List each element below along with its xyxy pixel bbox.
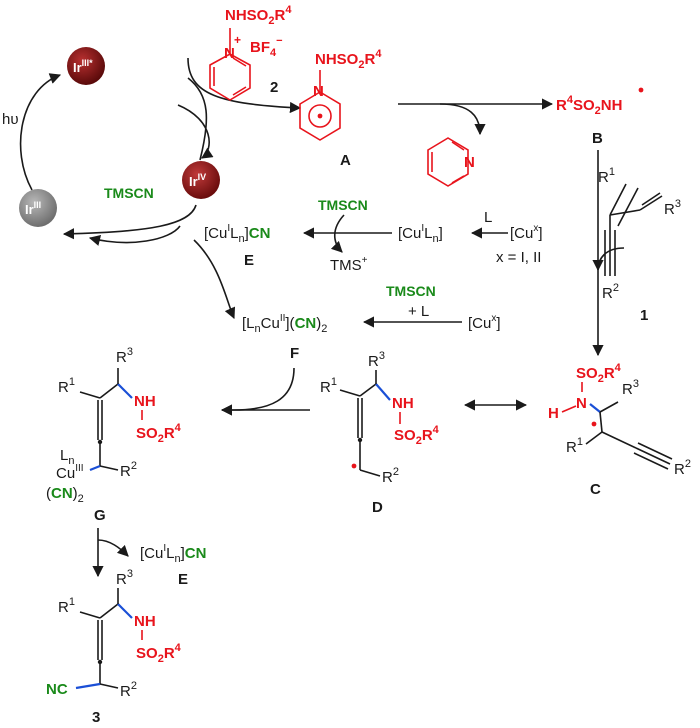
svg-text:TMSCN: TMSCN (386, 283, 436, 299)
svg-text:R2: R2 (120, 460, 137, 480)
svg-text:NH: NH (392, 395, 414, 412)
radical-B: R4SO2NH B (556, 87, 644, 147)
copper-cycle: TMSCN [CuILn]CN E TMSCN TMS+ [CuILn] L [… (62, 185, 543, 416)
photoredox-cycle: hυ IrIII* IrIV IrIII (2, 47, 302, 246)
svg-text:H: H (548, 405, 559, 422)
label-C: C (590, 481, 601, 498)
label-2: 2 (270, 79, 278, 96)
svg-text:R4SO2NH: R4SO2NH (556, 94, 622, 117)
svg-text:NH: NH (134, 613, 156, 630)
arrow-F-join (220, 367, 295, 416)
label-B: B (592, 130, 603, 147)
svg-text:x = I, II: x = I, II (496, 249, 541, 266)
label-3: 3 (92, 709, 100, 726)
arrow-tms-release (330, 214, 345, 253)
reagent-2: N + NHSO2R4 BF4− 2 (209, 4, 292, 101)
label-E2: E (178, 571, 188, 588)
svg-text:R3: R3 (116, 568, 133, 588)
cycle-arrow-to-IrIII (88, 225, 181, 246)
label-1: 1 (640, 307, 648, 324)
arrow-pyridine-release (439, 103, 486, 136)
svg-text:[Cux]: [Cux] (468, 313, 501, 332)
svg-text:R2: R2 (602, 282, 619, 302)
arrow-cu-oxidation (62, 204, 197, 240)
svg-text:IrIV: IrIV (189, 172, 206, 189)
ir-ground-node: IrIII (19, 189, 57, 227)
svg-text:(CN)2: (CN)2 (46, 485, 84, 505)
svg-text:NHSO2R4: NHSO2R4 (315, 48, 382, 71)
svg-text:SO2R4: SO2R4 (136, 422, 182, 445)
svg-text:R1: R1 (598, 166, 615, 186)
cycle-arrow-to-excited (19, 73, 62, 191)
svg-text:[LnCuII](CN)2: [LnCuII](CN)2 (242, 313, 327, 335)
svg-text:R3: R3 (116, 346, 133, 366)
svg-text:SO2R4: SO2R4 (136, 642, 182, 665)
svg-text:SO2R4: SO2R4 (576, 362, 622, 385)
label-D: D (372, 499, 383, 516)
cycle-arrow-to-IrIV (177, 104, 214, 159)
label-A: A (340, 152, 351, 169)
arrow-to-F (193, 239, 236, 320)
ir-oxidized-node: IrIV (182, 161, 220, 199)
svg-text:N: N (224, 45, 235, 62)
svg-text:N: N (464, 154, 475, 171)
svg-text:NHSO2R4: NHSO2R4 (225, 4, 292, 27)
svg-text:TMS+: TMS+ (330, 255, 368, 274)
svg-text:[CuILn]CN: [CuILn]CN (140, 543, 206, 565)
arrow-2-to-A (187, 57, 302, 114)
radical-D: R3 R1 NH SO2R4 R2 D (320, 350, 440, 516)
svg-text:L: L (484, 209, 492, 226)
light-label: hυ (2, 111, 19, 128)
ir-excited-node: IrIII* (67, 47, 105, 85)
svg-text:[CuILn]CN: [CuILn]CN (204, 223, 270, 245)
svg-text:R2: R2 (674, 458, 691, 478)
svg-text:[Cux]: [Cux] (510, 223, 543, 242)
svg-text:R2: R2 (382, 466, 399, 486)
svg-text:R1: R1 (58, 596, 75, 616)
svg-text:IrIII*: IrIII* (73, 58, 93, 75)
svg-text:Ln: Ln (60, 447, 74, 467)
svg-text:SO2R4: SO2R4 (394, 424, 440, 447)
svg-text:R3: R3 (664, 198, 681, 218)
pyridine-byproduct: N (427, 137, 475, 187)
svg-text:TMSCN: TMSCN (318, 197, 368, 213)
svg-text:[CuILn]: [CuILn] (398, 223, 443, 245)
label-E: E (244, 252, 254, 269)
arrow-E-release (97, 539, 129, 557)
substrate-1: R1 R3 R2 1 (598, 166, 681, 324)
svg-text:IrIII: IrIII (25, 200, 41, 217)
svg-text:CuIII: CuIII (56, 463, 84, 482)
svg-text:R2: R2 (120, 680, 137, 700)
svg-text:+ L: + L (408, 303, 429, 320)
product-3: R3 R1 NH SO2R4 R2 NC 3 (46, 568, 182, 726)
radical-A: N NHSO2R4 A (299, 48, 382, 169)
svg-text:R1: R1 (566, 436, 583, 456)
svg-text:TMSCN: TMSCN (104, 185, 154, 201)
svg-text:N: N (576, 395, 587, 412)
arrow-1-joins (592, 247, 625, 272)
complex-G: R3 R1 NH SO2R4 R2 Ln CuIII (CN)2 G (46, 346, 182, 524)
radical-C: SO2R4 N H R3 R1 R2 C (548, 362, 691, 498)
svg-text:+: + (234, 33, 241, 47)
svg-text:NH: NH (134, 393, 156, 410)
svg-text:R1: R1 (320, 376, 337, 396)
svg-text:R3: R3 (368, 350, 385, 370)
svg-text:BF4−: BF4− (250, 35, 283, 59)
svg-text:R3: R3 (622, 378, 639, 398)
label-G: G (94, 507, 106, 524)
svg-text:R1: R1 (58, 376, 75, 396)
label-F: F (290, 345, 299, 362)
svg-text:NC: NC (46, 681, 68, 698)
svg-text:N: N (313, 83, 324, 100)
